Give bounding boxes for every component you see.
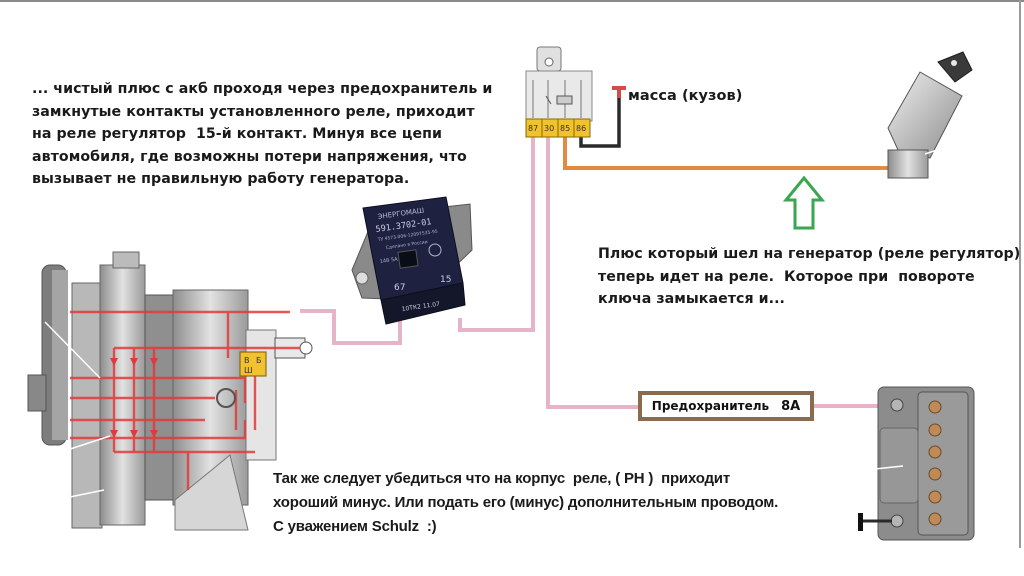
wire-regulator-15-to-relay-87 <box>458 131 535 332</box>
note-bottom: Так же следует убедиться что на корпус р… <box>273 470 779 535</box>
relay-pin-87: 87 <box>528 124 538 133</box>
relay-pin-30: 30 <box>544 124 554 133</box>
ignition-lock-body <box>887 71 963 159</box>
fuse-label: Предохранитель <box>651 399 770 413</box>
regulator-pin-67: 67 <box>394 283 405 293</box>
alternator-front-housing <box>99 264 146 526</box>
ignition-key-icon <box>937 51 973 83</box>
green-arrow-up-icon <box>782 175 826 230</box>
note-right: Плюс который шел на генератор (реле регу… <box>598 246 1021 307</box>
relay-pin-85: 85 <box>560 124 570 133</box>
regulator-made-in: Сделано в России <box>385 239 428 251</box>
ground-label: масса (кузов) <box>628 88 743 104</box>
battery-positive-terminal <box>890 398 904 412</box>
brush-assembly <box>216 388 236 408</box>
battery-negative-terminal <box>890 514 904 528</box>
terminal-label-b: Б <box>256 356 262 365</box>
frame-right-border <box>1019 0 1021 548</box>
fuse-rating: 8А <box>781 398 801 414</box>
relay: 87 30 85 86 <box>525 46 593 138</box>
fuse-box: Предохранитель 8А <box>638 391 814 421</box>
wire-relay-30-to-fuse <box>546 131 638 409</box>
wire-alternator-to-regulator <box>300 309 402 345</box>
wire-relay-85-to-ignition <box>563 131 893 170</box>
frame-top-border <box>0 0 1024 2</box>
diode-bridge <box>110 358 158 438</box>
alternator-terminal-block <box>239 351 267 377</box>
ignition-switch <box>887 51 973 179</box>
battery <box>874 386 975 541</box>
regulator-pin-15: 15 <box>440 275 451 285</box>
wire-relay-86-to-ground <box>579 91 621 148</box>
terminal-label-v: В <box>244 356 250 365</box>
pink-wires <box>300 131 893 409</box>
alternator: В Б Ш <box>27 251 313 531</box>
relay-pins: 87 30 85 86 <box>525 118 591 138</box>
relay-pin-86: 86 <box>576 124 586 133</box>
voltage-regulator: ЭНЕРГОМАШ 591.3702-01 ТУ 4573-006-120975… <box>351 196 473 325</box>
relay-coil <box>556 95 573 105</box>
terminal-label-sh: Ш <box>244 366 253 375</box>
regulator-voltage: 14В 5А <box>379 256 398 265</box>
battery-ground-symbol-icon <box>858 513 863 531</box>
note-top-left: ... чистый плюс с акб проходя через пред… <box>32 81 493 187</box>
